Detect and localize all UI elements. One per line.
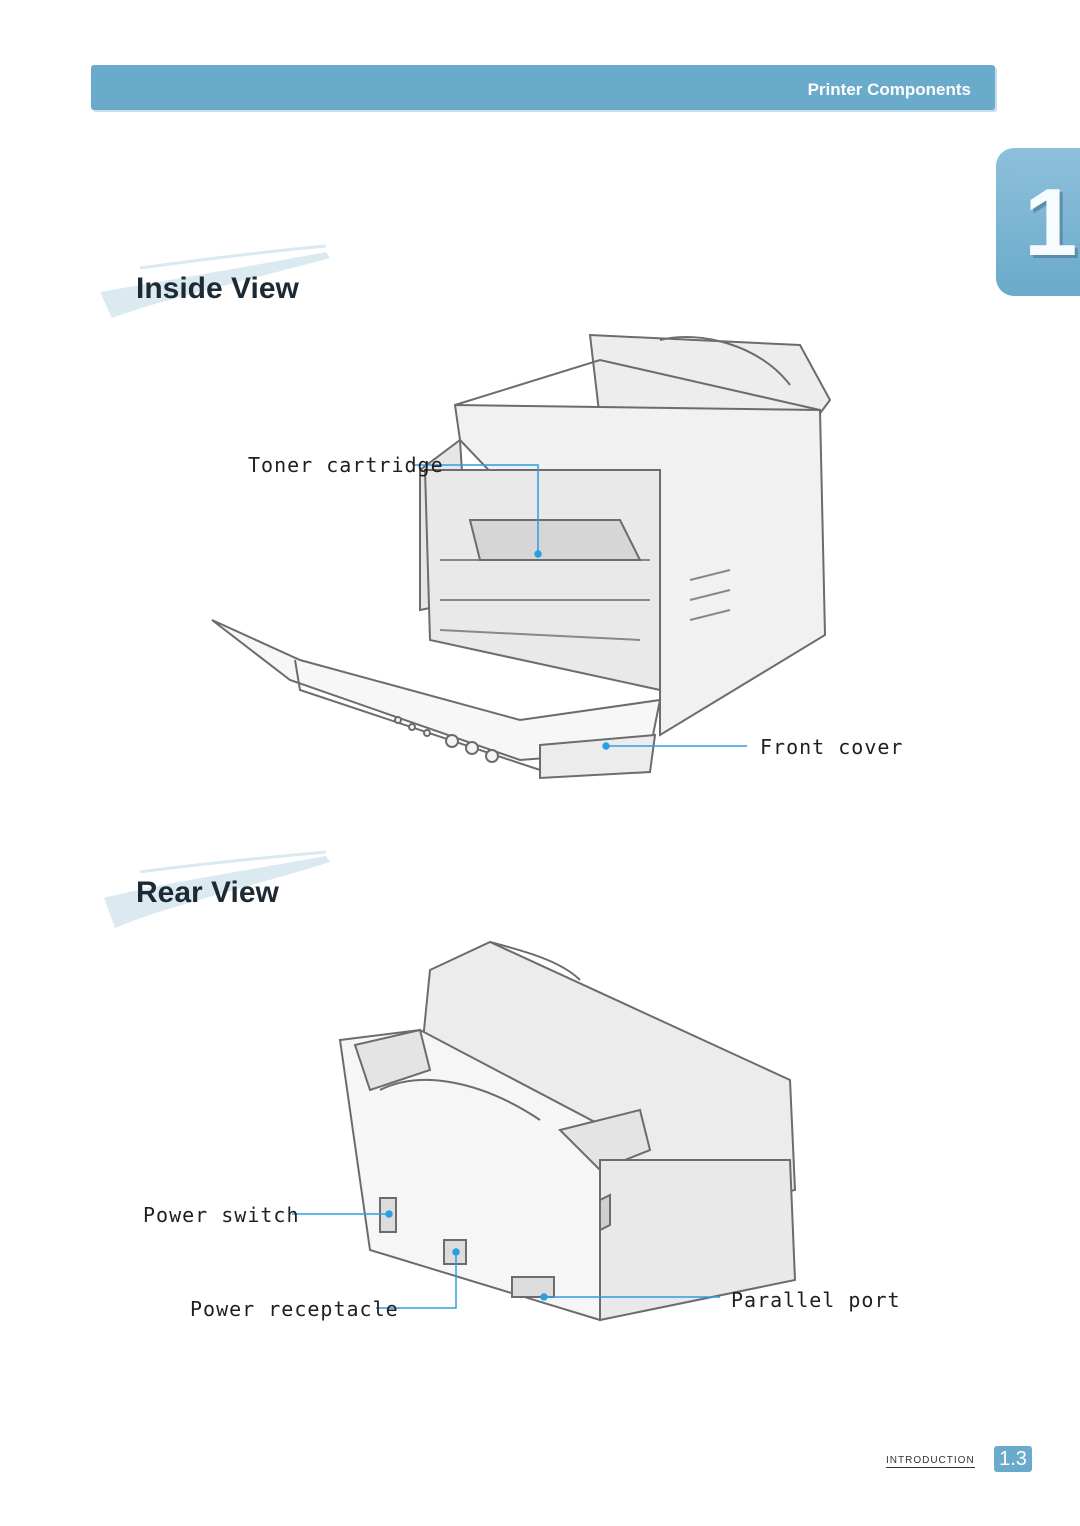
rear-view-swoosh (104, 856, 330, 928)
page-number: 1.3 (994, 1446, 1032, 1472)
inside-view-title: Inside View (136, 272, 299, 305)
header-title: Printer Components (807, 80, 971, 99)
power-switch-label: Power switch (143, 1203, 300, 1227)
parallel-port-label: Parallel port (731, 1288, 901, 1312)
toner-cartridge-dot (534, 550, 542, 558)
power-switch-dot (385, 1210, 393, 1218)
toner-cartridge-line (413, 464, 539, 552)
power-receptacle-label: Power receptacle (190, 1297, 399, 1321)
inside-view-swoosh-lines (139, 244, 327, 270)
parallel-port-dot (540, 1293, 548, 1301)
callout-lines (292, 464, 747, 1309)
inside-view-printer-image (211, 333, 832, 780)
power-receptacle-dot (452, 1248, 460, 1256)
front-cover-dot (602, 742, 610, 750)
toner-cartridge-label: Toner cartridge (248, 453, 444, 477)
power-receptacle-line (376, 1254, 457, 1309)
chapter-number: 1 (1024, 169, 1078, 276)
header-bar: Printer Components (91, 65, 995, 110)
rear-view-printer-image (338, 940, 797, 1322)
rear-view-swoosh-lines (139, 850, 327, 874)
front-cover-label: Front cover (760, 735, 904, 759)
footer-section-label: INTRODUCTION (886, 1455, 975, 1468)
chapter-tab: 1 (996, 148, 1080, 296)
inside-view-swoosh (100, 252, 330, 318)
rear-view-title: Rear View (136, 876, 279, 909)
